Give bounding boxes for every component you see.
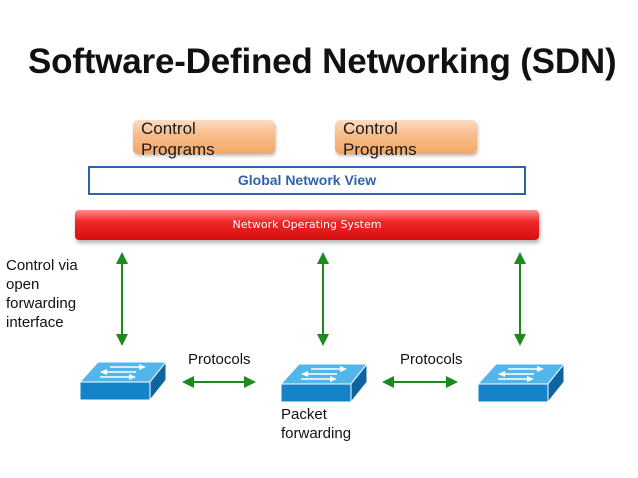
network-operating-system-bar: Network Operating System <box>75 210 539 240</box>
protocols-label-right: Protocols <box>400 351 463 368</box>
double-arrow-vertical-icon <box>514 252 526 346</box>
double-arrow-vertical-icon <box>317 252 329 346</box>
control-via-label: Control via open forwarding interface <box>6 257 78 331</box>
global-network-view-box: Global Network View <box>88 166 526 195</box>
network-switch-icon <box>280 363 368 403</box>
network-switch-icon <box>79 361 167 401</box>
double-arrow-horizontal-icon <box>382 376 458 388</box>
control-programs-label-1: Control Programs <box>141 119 215 159</box>
packet-forwarding-label: Packet forwarding <box>281 406 352 442</box>
network-switch-icon <box>477 363 565 403</box>
protocols-label-left: Protocols <box>188 351 251 368</box>
page-title: Software-Defined Networking (SDN) <box>28 42 617 81</box>
control-programs-box-2: Control Programs <box>335 119 477 159</box>
control-programs-box-1: Control Programs <box>133 119 275 159</box>
control-programs-label-2: Control Programs <box>343 119 417 159</box>
double-arrow-vertical-icon <box>116 252 128 346</box>
double-arrow-horizontal-icon <box>182 376 256 388</box>
